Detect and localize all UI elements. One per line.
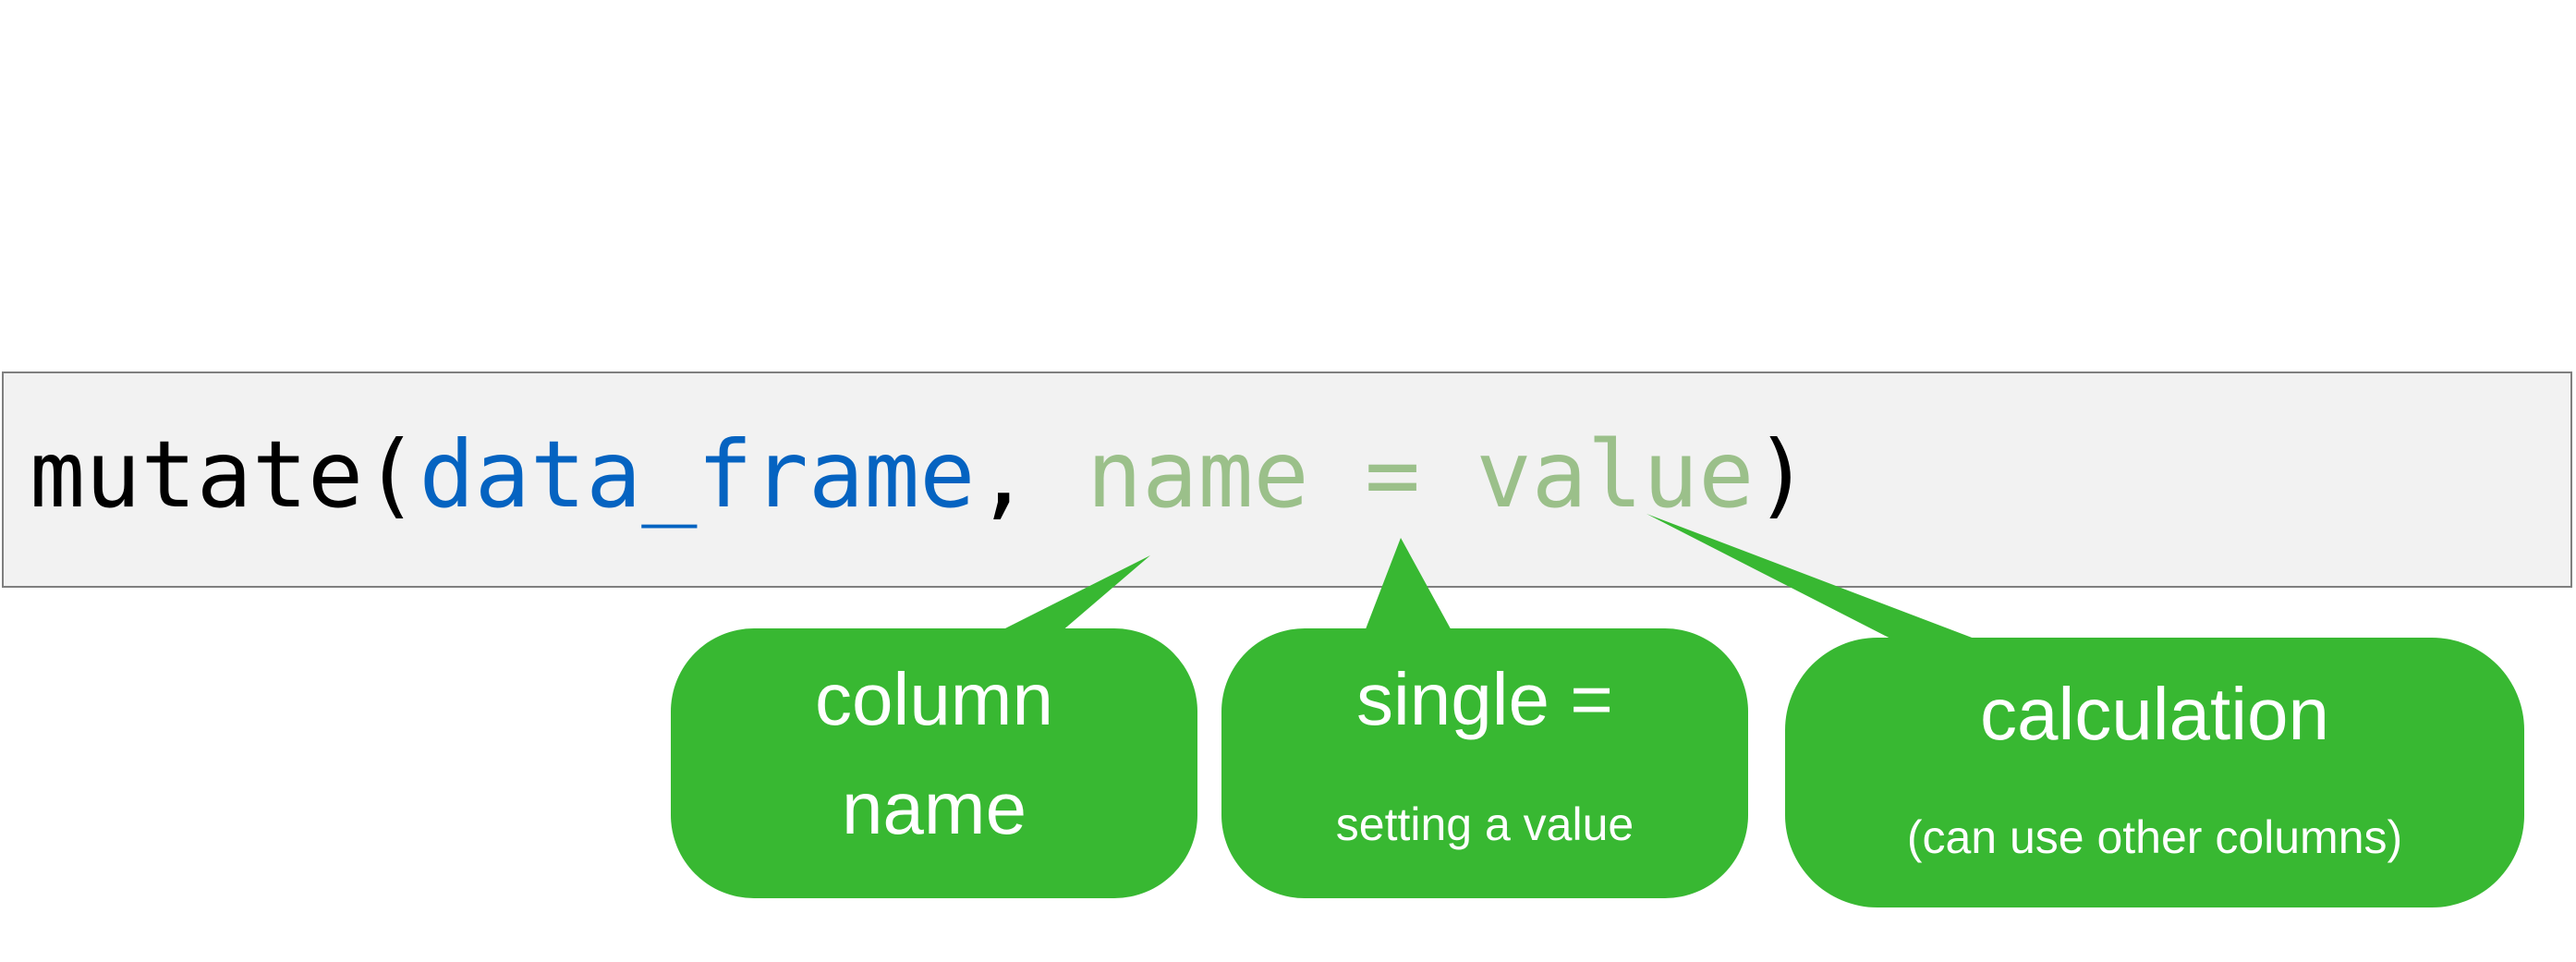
callout-single-equals-line2: setting a value xyxy=(1335,798,1634,850)
code-name-param: name xyxy=(1086,420,1309,529)
callout-single-equals-line1: single = xyxy=(1356,658,1613,740)
code-data-frame-arg: data_frame xyxy=(419,420,976,529)
callout-column-name-line1: column xyxy=(815,658,1053,740)
code-equals: = xyxy=(1308,420,1476,529)
callout-calculation xyxy=(1646,514,2524,907)
callout-column-name xyxy=(671,555,1197,898)
code-close-paren: ) xyxy=(1754,420,1810,529)
callout-calculation-line1: calculation xyxy=(1979,673,2329,755)
code-line: mutate(data_frame, name = value) xyxy=(30,410,1810,540)
code-value-param: value xyxy=(1476,420,1755,529)
code-comma: , xyxy=(975,420,1087,529)
code-box xyxy=(2,371,2572,588)
callout-calculation-line2: (can use other columns) xyxy=(1906,811,2403,863)
callout-column-name-line2: name xyxy=(841,767,1027,849)
code-function: mutate xyxy=(30,420,364,529)
code-open-paren: ( xyxy=(363,420,419,529)
callout-single-equals xyxy=(1221,538,1748,898)
